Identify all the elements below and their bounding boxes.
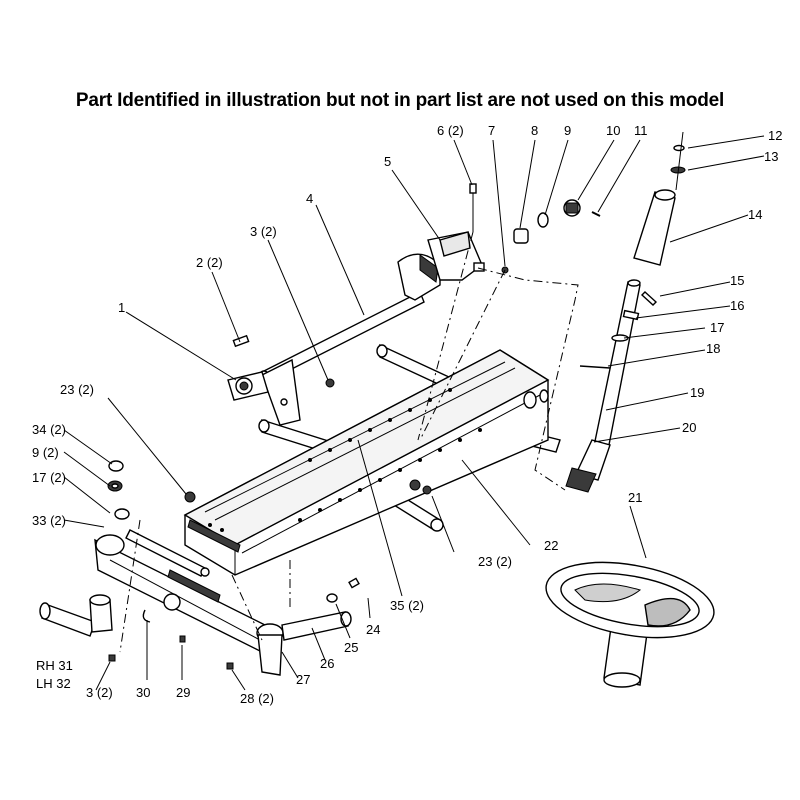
label-part-23-left: 23 (2): [60, 382, 94, 397]
label-part-7: 7: [488, 123, 495, 138]
label-part-17: 17: [710, 320, 724, 335]
label-part-32: LH 32: [36, 676, 71, 691]
label-part-26: 26: [320, 656, 334, 671]
bearing-20: [565, 439, 611, 493]
label-part-27: 27: [296, 672, 310, 687]
label-part-25: 25: [344, 640, 358, 655]
label-part-2: 2 (2): [196, 255, 223, 270]
page-title: Part Identified in illustration but not …: [75, 90, 725, 111]
bearing-1-and-bolts: [227, 334, 335, 401]
steering-sector-gear-5: [397, 231, 485, 301]
label-part-9-left: 9 (2): [32, 445, 59, 460]
label-part-30: 30: [136, 685, 150, 700]
tie-rod: [125, 529, 210, 577]
label-part-23-right: 23 (2): [478, 554, 512, 569]
assembly-lines: [119, 231, 579, 653]
label-part-33: 33 (2): [32, 513, 66, 528]
label-part-12: 12: [768, 128, 782, 143]
label-part-16: 16: [730, 298, 744, 313]
steering-column-cover-14: [633, 189, 676, 266]
label-part-22: 22: [544, 538, 558, 553]
roll-pin-18: [579, 365, 611, 369]
spindle-right: [256, 611, 352, 676]
label-part-6: 6 (2): [437, 123, 464, 138]
steering-axis-line: [675, 131, 684, 191]
retaining-ring-12: [673, 144, 685, 152]
washer-9: [537, 212, 549, 228]
label-part-4: 4: [306, 191, 313, 206]
bolt-6: [469, 183, 477, 232]
label-part-29: 29: [176, 685, 190, 700]
pin-11: [591, 211, 601, 217]
pinion-gear-10: [563, 199, 581, 217]
hardware-24-25-26: [326, 577, 360, 603]
label-part-15: 15: [730, 273, 744, 288]
nuts-23: [184, 479, 432, 503]
label-part-10: 10: [606, 123, 620, 138]
label-part-11: 11: [634, 123, 648, 138]
callout-labels: 1 2 (2) 3 (2) 4 5 6 (2) 7 8 9 10 11 12 1…: [32, 123, 782, 706]
label-part-35: 35 (2): [390, 598, 424, 613]
label-part-19: 19: [690, 385, 704, 400]
label-part-20: 20: [682, 420, 696, 435]
label-part-31: RH 31: [36, 658, 73, 673]
label-part-3-top: 3 (2): [250, 224, 277, 239]
bushing-8: [513, 228, 529, 244]
label-part-9: 9: [564, 123, 571, 138]
axle-27: [94, 519, 279, 662]
steering-wheel-21: [545, 561, 715, 688]
label-part-28: 28 (2): [240, 691, 274, 706]
pin-15: [640, 291, 658, 306]
leader-lines: [63, 135, 765, 691]
label-part-24: 24: [366, 622, 380, 637]
label-part-17-left: 17 (2): [32, 470, 66, 485]
label-part-5: 5: [384, 154, 391, 169]
label-part-21: 21: [628, 490, 642, 505]
label-part-13: 13: [764, 149, 778, 164]
spindle-31-32: [39, 534, 125, 637]
label-part-3-bottom: 3 (2): [86, 685, 113, 700]
label-part-14: 14: [748, 207, 762, 222]
side-washers-9-17-34: [107, 460, 130, 520]
pivot-bolt-29-30: [108, 593, 234, 670]
label-part-8: 8: [531, 123, 538, 138]
label-part-34: 34 (2): [32, 422, 66, 437]
label-part-18: 18: [706, 341, 720, 356]
label-part-1: 1: [118, 300, 125, 315]
frame-22: [183, 343, 561, 576]
